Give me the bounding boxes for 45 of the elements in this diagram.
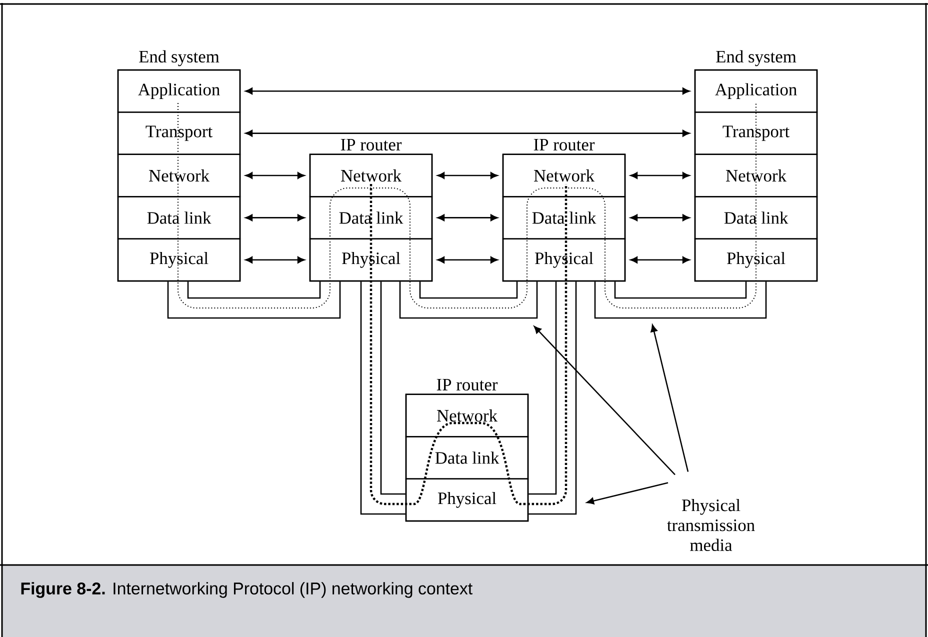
layer-box: Physical xyxy=(405,478,529,522)
callout-text: Physical transmission media xyxy=(667,498,755,552)
layer-box: Data link xyxy=(502,196,626,240)
arrow xyxy=(630,214,690,222)
layer-box: Data link xyxy=(309,196,433,240)
cable xyxy=(167,280,341,319)
layer-box: Transport xyxy=(694,112,818,155)
layer-box: Transport xyxy=(117,112,241,155)
cable xyxy=(594,280,767,319)
arrow xyxy=(245,214,305,222)
layer-box: Physical xyxy=(117,238,241,282)
layer-box: Data link xyxy=(117,196,241,240)
layer-box: Physical xyxy=(309,238,433,282)
node-label: End system xyxy=(716,50,796,66)
node-label: IP router xyxy=(534,138,595,151)
layer-box: Network xyxy=(309,154,433,198)
arrow xyxy=(630,256,690,264)
layer-box: Application xyxy=(117,69,241,113)
arrow xyxy=(245,88,690,94)
arrow xyxy=(437,172,498,179)
layer-box: Data link xyxy=(694,196,818,240)
cable xyxy=(399,280,538,319)
layer-box: Data link xyxy=(405,436,529,480)
arrow xyxy=(245,172,305,179)
leader-arrow xyxy=(534,326,676,476)
layer-box: Network xyxy=(405,394,529,438)
layer-box: Network xyxy=(117,154,241,198)
arrow xyxy=(245,256,305,264)
layer-box: Network xyxy=(694,154,818,198)
cable xyxy=(360,280,406,515)
layer-box: Physical xyxy=(694,238,818,282)
leader-arrow xyxy=(650,324,689,472)
node-label: IP router xyxy=(436,378,498,391)
layer-box: Network xyxy=(502,154,626,198)
node-label: IP router xyxy=(340,138,402,151)
arrow xyxy=(437,214,498,222)
layer-box: Physical xyxy=(502,238,626,282)
arrow xyxy=(245,130,690,137)
arrow xyxy=(437,256,498,264)
node-label: End system xyxy=(139,50,220,66)
caption: Figure 8-2. Internetworking Protocol (IP) networking context xyxy=(21,582,472,598)
layer-box: Application xyxy=(694,69,818,113)
arrow xyxy=(630,172,690,179)
cable xyxy=(528,280,577,515)
leader-arrow xyxy=(586,482,668,504)
